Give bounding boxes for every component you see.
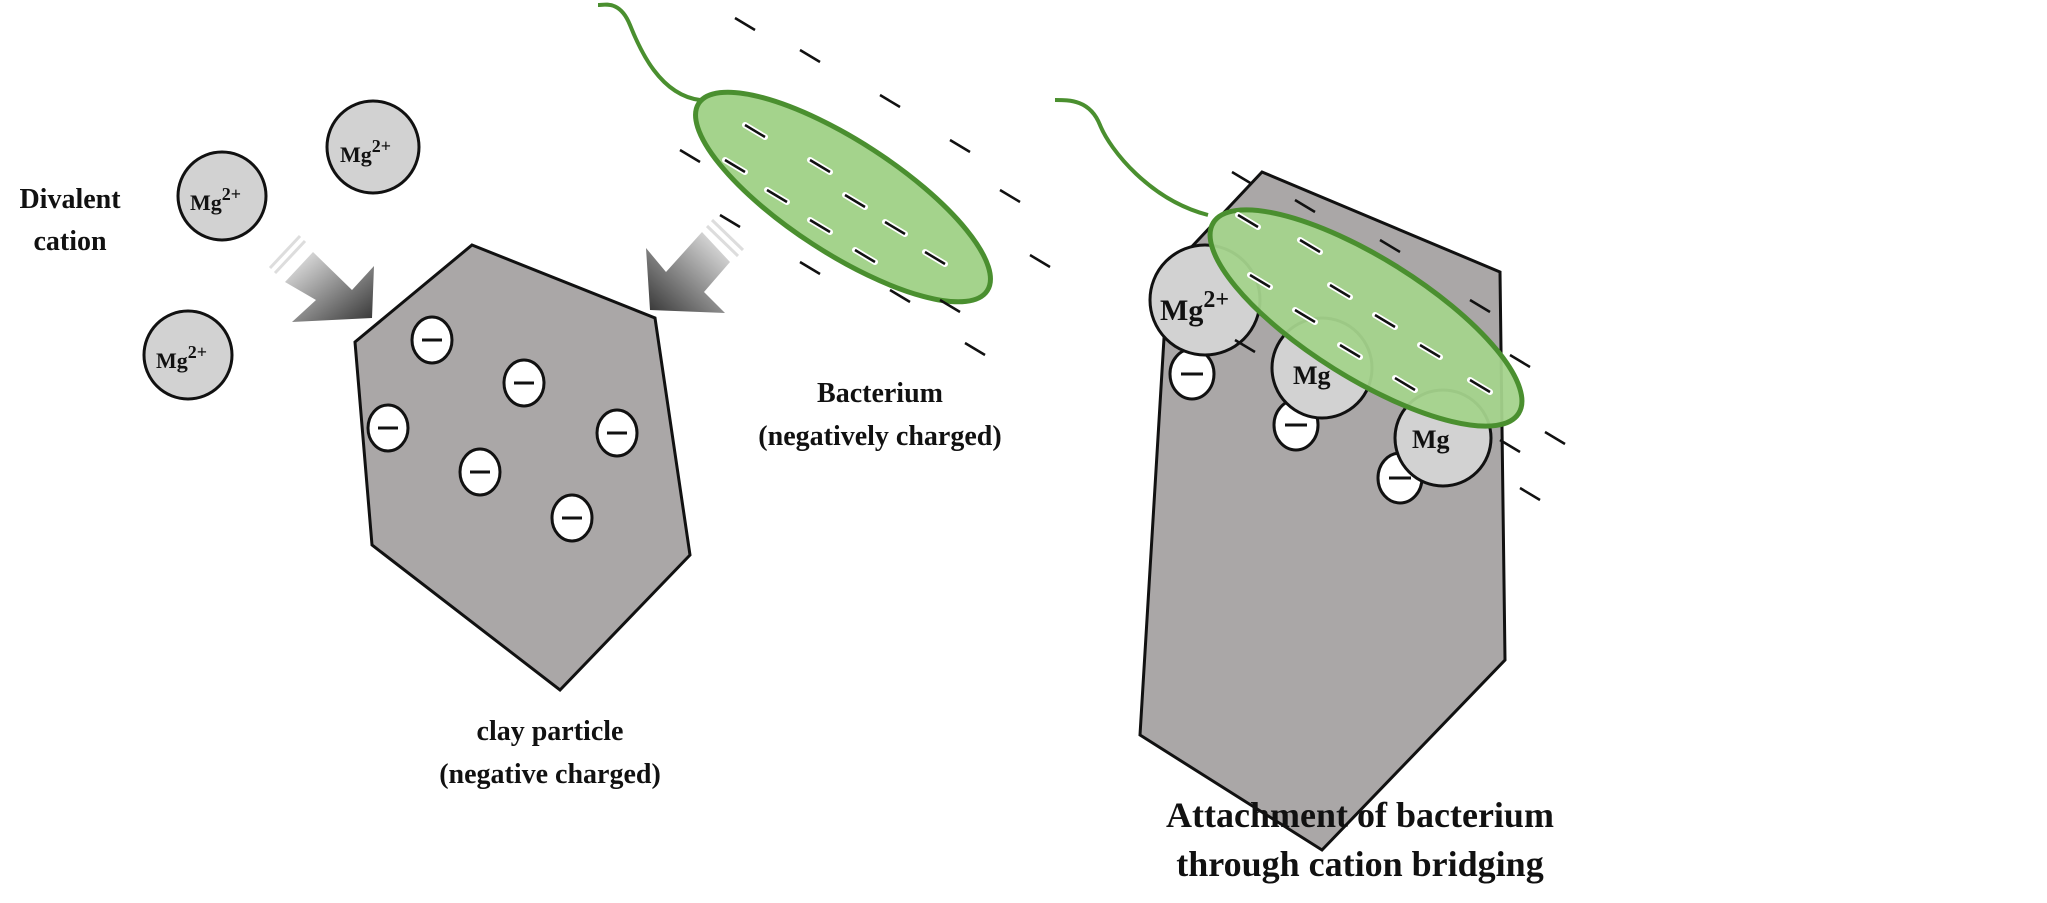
divalent-label-line2: cation (33, 226, 107, 257)
clay-label-line2: (negative charged) (439, 759, 661, 790)
flagellum (597, 2, 701, 102)
svg-text:Mg2+: Mg2+ (1160, 287, 1229, 327)
negative-site (366, 403, 410, 453)
divalent-label-line1: Divalent (19, 184, 121, 215)
attachment-label-line2: through cation bridging (1176, 844, 1543, 884)
flagellum (1054, 98, 1209, 217)
negative-site (1168, 347, 1216, 401)
negative-site (458, 447, 502, 497)
mg-ion-3: Mg2+ (142, 309, 234, 401)
arrow-bacterium-to-clay (646, 218, 745, 313)
mg-symbol: Mg (1160, 294, 1203, 327)
arrow-cation-to-clay (268, 234, 374, 322)
clay-label-line1: clay particle (477, 716, 624, 747)
attached-bacterium (1054, 98, 1566, 502)
attachment-label-line1: Attachment of bacterium (1166, 795, 1554, 835)
mg-ion-1: Mg2+ (176, 150, 268, 242)
mg-symbol: Mg (1412, 425, 1450, 454)
svg-text:Mg2+: Mg2+ (156, 342, 207, 373)
negative-site (410, 315, 454, 365)
mg-ion-2: Mg2+ (325, 99, 421, 195)
bacterium (597, 2, 1051, 357)
negative-site (550, 493, 594, 543)
svg-text:Mg2+: Mg2+ (190, 184, 241, 215)
mg-charge: 2+ (1203, 287, 1229, 313)
clay-particle (353, 243, 692, 693)
clay-negative-sites (366, 315, 639, 543)
negative-site (595, 408, 639, 458)
divalent-cation-label: Divalent cation (19, 184, 121, 257)
bacterium-label-line1: Bacterium (817, 378, 943, 409)
mg-charge: 2+ (222, 184, 241, 204)
mg-symbol: Mg (156, 348, 188, 373)
mg-symbol: Mg (340, 142, 372, 167)
svg-text:Mg2+: Mg2+ (340, 136, 391, 167)
mg-charge: 2+ (188, 342, 207, 362)
mg-symbol: Mg (1293, 361, 1331, 390)
negative-site (502, 358, 546, 408)
mg-charge: 2+ (372, 136, 391, 156)
mg-symbol: Mg (190, 190, 222, 215)
bacterium-label-line2: (negatively charged) (758, 421, 1001, 452)
